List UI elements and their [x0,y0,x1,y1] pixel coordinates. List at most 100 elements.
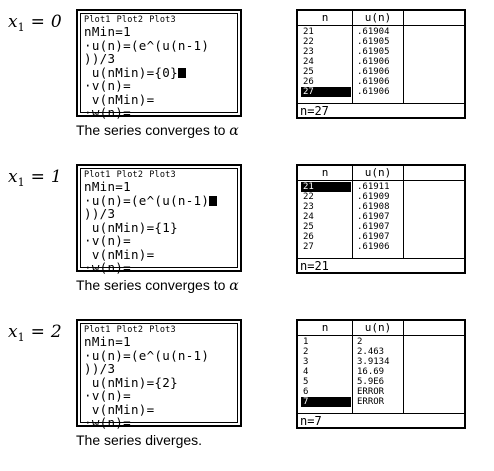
editor-line[interactable]: ·w(n)= [84,261,234,275]
cell-n: 22 [303,37,314,47]
editor-line[interactable]: u(nMin)={2} [84,375,234,390]
editor-line-text: u(nMin)={0} [84,64,178,80]
plot-toggle[interactable]: Plot1 [84,325,111,335]
plot-toggle[interactable]: Plot1 [84,15,111,25]
table-row[interactable]: 24.61906 [298,57,464,67]
editor-line[interactable]: ·v(n)= [84,234,234,248]
cell-n: 5 [303,377,309,387]
table-row[interactable]: 22.61905 [298,37,464,47]
editor-line[interactable]: u(nMin)={0} [84,64,234,80]
table-row[interactable]: 21.61904 [298,27,464,37]
column-header-u: u(n) [364,321,392,334]
cell-n: 2 [303,347,309,357]
editor-line-text: ·u(n)=(e^(u(n-1) [84,347,210,363]
cell-u: 2.463 [357,347,385,357]
table-row[interactable]: 22.61909 [298,192,464,202]
plot-toggle[interactable]: Plot2 [116,325,144,335]
variable: x [8,167,18,187]
plot-row: Plot1 Plot2 Plot3 [84,170,234,180]
editor-line[interactable]: v(nMin)= [84,92,234,107]
cell-n: 27 [301,87,351,97]
editor-line-text: u(nMin)={1} [84,219,178,235]
cell-n: 21 [303,27,314,37]
plot-toggle[interactable]: Plot2 [116,15,144,25]
editor-line[interactable]: ·v(n)= [84,389,234,403]
editor-line[interactable]: ))/3 [84,362,234,376]
plot-toggle[interactable]: Plot1 [84,170,111,180]
equals-sign: = [30,167,45,187]
table-footer: n=27 [298,103,464,118]
editor-line[interactable]: nMin=1 [84,180,234,194]
table-row[interactable]: 24.61907 [298,212,464,222]
caption-text: The series converges to [76,122,226,138]
table-row[interactable]: 25.61907 [298,222,464,232]
plot-toggle[interactable]: Plot2 [116,170,144,180]
table-row[interactable]: 25.61906 [298,67,464,77]
table-row[interactable]: 23.61908 [298,202,464,212]
editor-line[interactable]: v(nMin)= [84,247,234,262]
editor-line[interactable]: ·u(n)=(e^(u(n-1) [84,37,234,53]
table-footer: n=7 [298,413,464,428]
cell-n: 21 [301,182,351,192]
cell-u: .61907 [357,222,390,232]
cell-n: 22 [303,192,314,202]
editor-line[interactable]: ·u(n)=(e^(u(n-1) [84,193,234,208]
editor-line[interactable]: ))/3 [84,52,234,66]
plot-toggle[interactable]: Plot3 [149,325,176,335]
cursor-block [209,195,218,206]
initial-value: 2 [50,322,62,342]
editor-line-text: ))/3 [84,51,116,66]
column-header-n: n [321,166,329,179]
table-row[interactable]: 26.61907 [298,232,464,242]
subscript: 1 [17,331,25,344]
editor-line[interactable]: v(nMin)= [84,402,234,417]
editor-line[interactable]: nMin=1 [84,25,234,39]
cell-u: ERROR [357,387,385,397]
editor-line-text: ·u(n)=(e^(u(n-1) [84,37,210,53]
cell-n: 3 [303,357,309,367]
editor-line[interactable]: ·u(n)=(e^(u(n-1) [84,347,234,363]
cell-n: 26 [303,232,314,242]
table-row[interactable]: 27 .61906 [298,87,464,97]
cell-u: 2 [357,337,363,347]
cursor-block [177,67,186,78]
subscript: 1 [17,21,25,34]
plot-toggle[interactable]: Plot3 [149,170,176,180]
editor-line[interactable]: ))/3 [84,207,234,221]
table-row[interactable]: 27.61906 [298,242,464,252]
table-row[interactable]: 23.61905 [298,47,464,57]
alpha-symbol: α [229,278,239,294]
table-row[interactable]: 21.61911 [298,182,464,192]
table-row[interactable]: 2 2.463 [298,347,464,357]
editor-line[interactable]: u(nMin)={1} [84,219,234,235]
caption: The series diverges. [76,432,202,448]
editor-line-text: ·w(n)= [84,105,131,120]
cell-u: .61906 [357,87,390,97]
editor-line[interactable]: ·v(n)= [84,79,234,93]
editor-line[interactable]: ·w(n)= [84,416,234,430]
plot-toggle[interactable]: Plot3 [149,15,176,25]
variable: x [8,12,18,32]
column-divider [352,166,353,258]
editor-line[interactable]: nMin=1 [84,335,234,349]
editor-line[interactable]: ·w(n)= [84,106,234,120]
cell-n: 24 [303,57,314,67]
column-divider [403,321,404,413]
equals-sign: = [30,322,45,342]
table-row[interactable]: 26.61906 [298,77,464,87]
